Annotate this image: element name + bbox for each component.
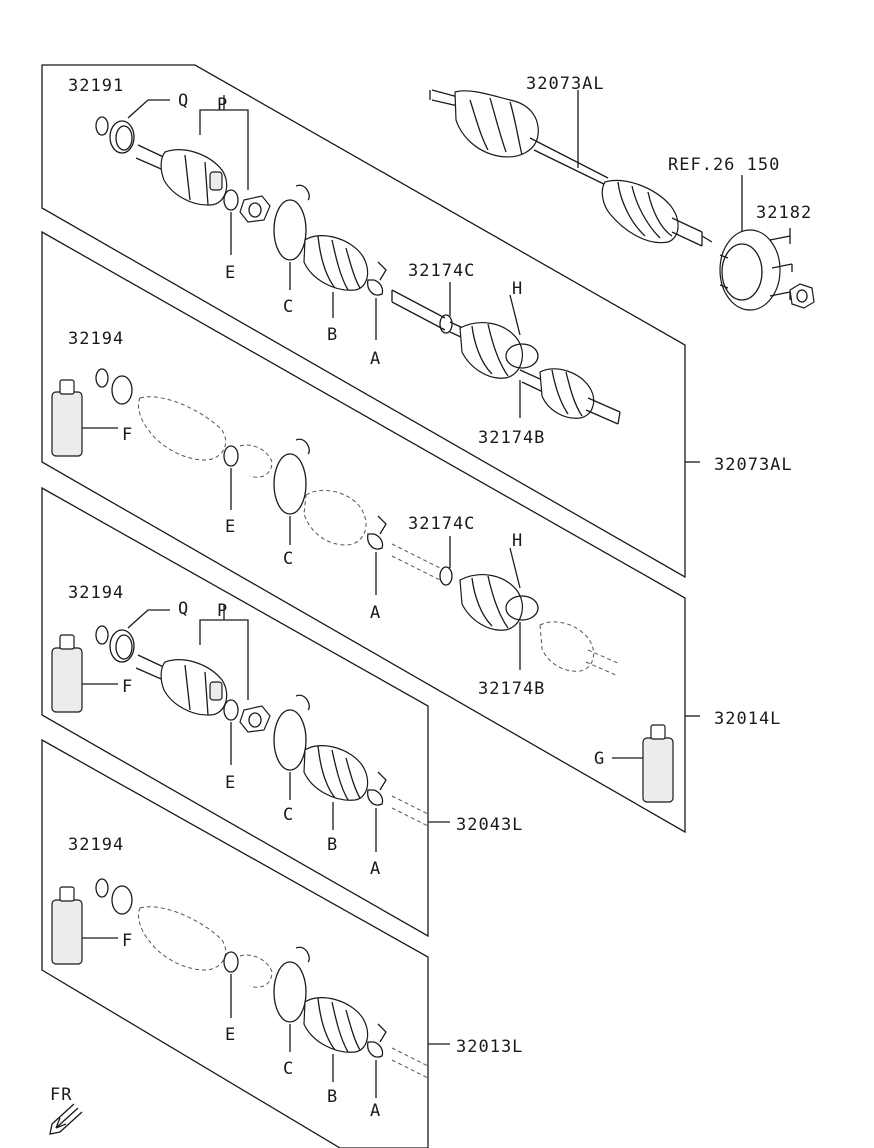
inner-joint-housing-panel1 [135, 144, 228, 206]
label-c-panel3: C [283, 805, 294, 825]
ghost-boot-panel2 [303, 489, 367, 546]
label-32073al-right: 32073AL [714, 455, 793, 475]
label-fr: FR [50, 1085, 72, 1105]
shaft-center-panel1 [391, 289, 621, 425]
label-32191: 32191 [68, 76, 124, 96]
label-e-panel2: E [225, 517, 236, 537]
label-e-panel4: E [225, 1025, 236, 1045]
snap-ring-32194-panel3 [95, 625, 109, 645]
leader-lines-panel3 [127, 605, 450, 852]
circlip-e-panel2 [223, 445, 239, 467]
leader-lines-panel1 [127, 90, 791, 463]
label-32013l: 32013L [456, 1037, 523, 1057]
label-32174c-panel1: 32174C [408, 261, 475, 281]
label-32073al-top: 32073AL [526, 74, 605, 94]
label-f-panel3: F [122, 677, 133, 697]
snap-ring-32194-panel2 [95, 368, 133, 405]
boot-b-panel4 [303, 997, 369, 1053]
label-32014l: 32014L [714, 709, 781, 729]
label-b-panel4: B [327, 1087, 338, 1107]
label-q-panel3: Q [178, 599, 189, 619]
label-c-panel1: C [283, 297, 294, 317]
label-ref-26-150: REF.26 150 [668, 155, 780, 175]
label-e-panel3: E [225, 773, 236, 793]
label-32194-panel3: 32194 [68, 583, 124, 603]
snap-ring-32194-panel4 [95, 878, 133, 915]
panel-outline-2 [41, 230, 686, 834]
label-b-panel1: B [327, 325, 338, 345]
boot-band-c-panel4 [273, 946, 310, 1023]
boot-b-panel1 [303, 235, 369, 291]
boot-band-c-panel2 [273, 438, 310, 515]
label-p-panel3: P [217, 601, 228, 621]
label-c-panel2: C [283, 549, 294, 569]
label-32174b-panel2: 32174B [478, 679, 545, 699]
shaft-assembly-top [429, 89, 713, 247]
label-32194-panel4: 32194 [68, 835, 124, 855]
shaft-center-panel2 [391, 543, 621, 677]
circlip-e-panel3 [223, 699, 239, 721]
hub [719, 229, 793, 311]
label-a-panel3: A [370, 859, 381, 879]
circlip-q-panel1 [109, 120, 135, 154]
label-32194-panel2: 32194 [68, 329, 124, 349]
label-32043l: 32043L [456, 815, 523, 835]
inner-joint-housing-panel3 [135, 654, 228, 716]
leader-lines-panel2 [230, 468, 700, 717]
panel-outline-3 [41, 486, 429, 938]
label-e-panel1: E [225, 263, 236, 283]
label-c-panel4: C [283, 1059, 294, 1079]
tripod-joint-panel1 [239, 195, 271, 223]
label-32174b-panel1: 32174B [478, 428, 545, 448]
label-32182: 32182 [756, 203, 812, 223]
front-arrow-icon [49, 1103, 83, 1135]
boot-band-c-panel1 [273, 184, 310, 261]
ghost-housing-panel2 [137, 396, 273, 478]
label-a-panel1: A [370, 349, 381, 369]
label-h-panel1: H [512, 279, 523, 299]
label-a-panel2: A [370, 603, 381, 623]
snap-ring-32191 [95, 116, 109, 136]
boot-b-panel3 [303, 745, 369, 801]
circlip-q-panel3 [109, 629, 135, 663]
label-p-panel1: P [217, 95, 228, 115]
grease-tube-g [612, 724, 674, 803]
circlip-e-panel1 [223, 189, 239, 211]
label-q-panel1: Q [178, 91, 189, 111]
circlip-e-panel4 [223, 951, 239, 973]
boot-band-a-panel4 [367, 1023, 387, 1058]
boot-band-c-panel3 [273, 694, 310, 771]
label-h-panel2: H [512, 531, 523, 551]
label-a-panel4: A [370, 1101, 381, 1121]
nut [789, 283, 815, 309]
ghost-housing-panel4 [137, 906, 273, 988]
panel-outline-4 [41, 738, 429, 1148]
grease-tube-f-panel3 [51, 634, 118, 713]
shaft-stub-panel4 [391, 1047, 429, 1079]
leader-lines-panel4 [230, 974, 450, 1098]
boot-band-a-panel3 [367, 771, 387, 806]
label-b-panel3: B [327, 835, 338, 855]
shaft-stub-panel3 [391, 795, 429, 827]
panel-outline-1 [41, 64, 686, 579]
boot-band-a-panel1 [367, 261, 387, 296]
label-f-panel4: F [122, 931, 133, 951]
label-f-panel2: F [122, 425, 133, 445]
label-32174c-panel2: 32174C [408, 514, 475, 534]
label-g: G [594, 749, 605, 769]
grease-tube-f-panel4 [51, 886, 118, 965]
grease-tube-f-panel2 [51, 379, 118, 457]
boot-band-a-panel2 [367, 515, 387, 550]
tripod-joint-panel3 [239, 705, 271, 733]
